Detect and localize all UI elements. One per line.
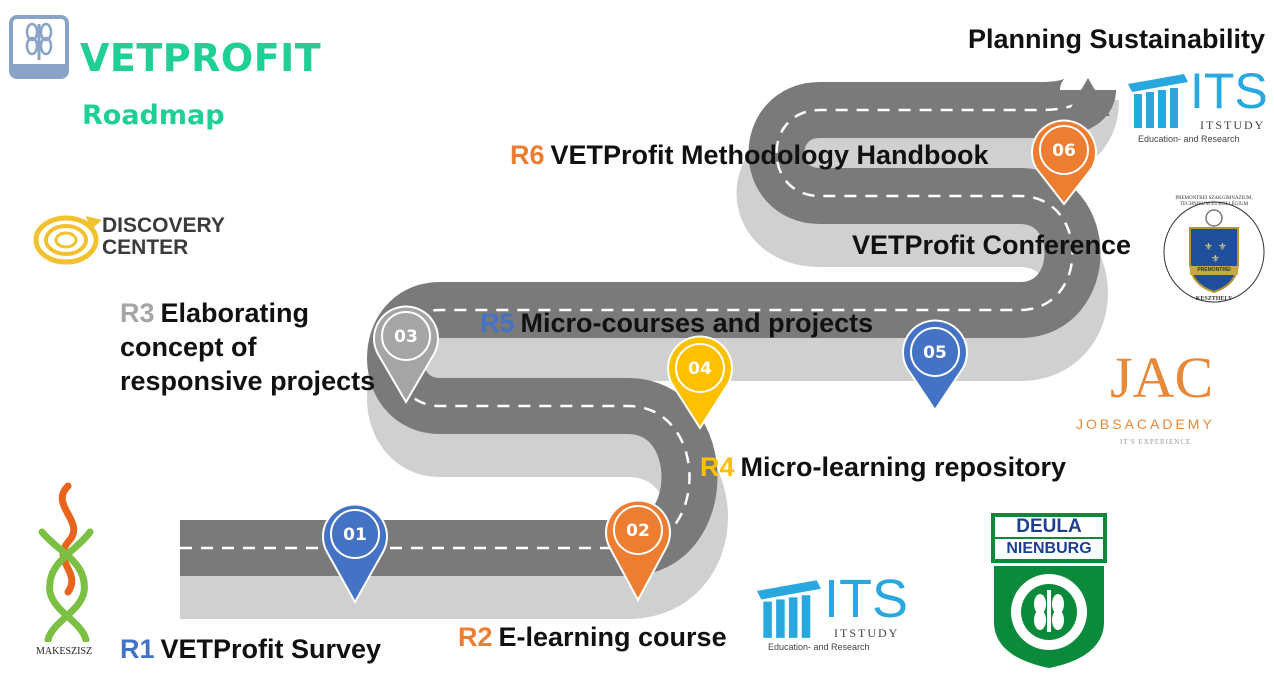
milestone-r6-title: VETProfit Methodology Handbook	[550, 140, 989, 170]
end-goal-label: Planning Sustainability	[968, 24, 1266, 54]
pin-02-label: 02	[626, 521, 650, 541]
conference-label: VETProfit Conference	[852, 230, 1132, 260]
its-top-name: ITS	[1190, 63, 1268, 119]
milestone-r3-title: Elaborating	[160, 298, 310, 328]
discovery-swirl-icon	[33, 215, 102, 265]
milestone-r4-code: R4	[700, 452, 735, 482]
jac-tag: IT'S EXPERIENCE	[1120, 438, 1192, 446]
pin-01-label: 01	[343, 525, 367, 545]
jac-logo: JAC JOBSACADEMY IT'S EXPERIENCE	[1072, 344, 1222, 454]
pin-04: 04	[667, 335, 733, 430]
pin-04-label: 04	[688, 359, 712, 379]
makeszisz-helix-icon	[38, 482, 94, 644]
brand-title: VETPROFIT	[80, 36, 322, 80]
pin-05-label: 05	[923, 343, 947, 363]
milestone-r3-title-line3: responsive projects	[120, 366, 376, 396]
milestone-r4-title: Micro-learning repository	[740, 452, 1067, 482]
its-logo-top: ITS ITSTUDY Education- and Research	[1124, 63, 1274, 148]
pin-03-label: 03	[394, 327, 418, 347]
deula-line1: DEULA	[1016, 516, 1082, 537]
milestone-r3-title-line2: concept of	[120, 332, 257, 362]
discovery-center-logo: DISCOVERY CENTER	[30, 206, 250, 270]
jac-name: JAC	[1110, 345, 1214, 410]
pin-03: 03	[373, 305, 439, 404]
premontrei-crest: ⚜ ⚜ ⚜ PREMONTREI SZAKGIMNÁZIUM, TECHNIKU…	[1160, 196, 1268, 308]
its-logo-bottom: ITS ITSTUDY Education- and Research	[752, 569, 912, 654]
milestone-r3-code: R3	[120, 298, 155, 328]
its-columns-icon-bottom	[756, 580, 821, 638]
discovery-line1: DISCOVERY	[102, 214, 225, 237]
pin-06: 06	[1031, 119, 1097, 206]
pin-05: 05	[902, 319, 968, 412]
discovery-line2: CENTER	[102, 236, 189, 259]
pin-02: 02	[605, 499, 671, 603]
makeszisz-logo: MAKESZISZ	[28, 482, 108, 662]
wheat-tablet-icon	[9, 15, 69, 79]
deula-shield-icon	[991, 513, 1107, 668]
pin-01: 01	[322, 503, 388, 605]
svg-text:⚜: ⚜	[1211, 254, 1220, 265]
milestone-r1-title: VETProfit Survey	[160, 634, 382, 664]
its-bottom-tag: Education- and Research	[768, 642, 870, 652]
its-bottom-sub: ITSTUDY	[834, 626, 900, 640]
milestone-r2-code: R2	[458, 622, 493, 652]
makeszisz-name: MAKESZISZ	[36, 646, 93, 657]
road-arrow-icon	[1066, 78, 1110, 116]
premontrei-band: PREMONTREI	[1197, 267, 1231, 273]
jac-sub: JOBSACADEMY	[1076, 416, 1215, 432]
deula-nienburg-logo: DEULA NIENBURG	[990, 512, 1108, 668]
its-top-tag: Education- and Research	[1138, 134, 1240, 144]
premontrei-city: KESZTHELY	[1195, 296, 1233, 302]
svg-text:⚜: ⚜	[1204, 242, 1213, 253]
milestone-r1-code: R1	[120, 634, 155, 664]
milestone-r6-code: R6	[510, 140, 545, 170]
crest-icon: ⚜ ⚜ ⚜	[1163, 201, 1265, 303]
its-columns-icon	[1128, 74, 1188, 128]
brand-logo	[8, 14, 70, 80]
pin-06-label: 06	[1052, 141, 1076, 161]
milestone-r5-title: Micro-courses and projects	[520, 308, 874, 338]
brand-subtitle: Roadmap	[82, 100, 225, 131]
svg-text:⚜: ⚜	[1218, 242, 1227, 253]
deula-line2: NIENBURG	[1006, 540, 1092, 557]
its-top-sub: ITSTUDY	[1200, 118, 1266, 132]
milestone-r5-code: R5	[480, 308, 515, 338]
milestone-r2-title: E-learning course	[498, 622, 727, 652]
its-bottom-name: ITS	[824, 569, 909, 629]
premontrei-ring-text: PREMONTREI SZAKGIMNÁZIUM, TECHNIKUM ÉS K…	[1175, 196, 1253, 207]
